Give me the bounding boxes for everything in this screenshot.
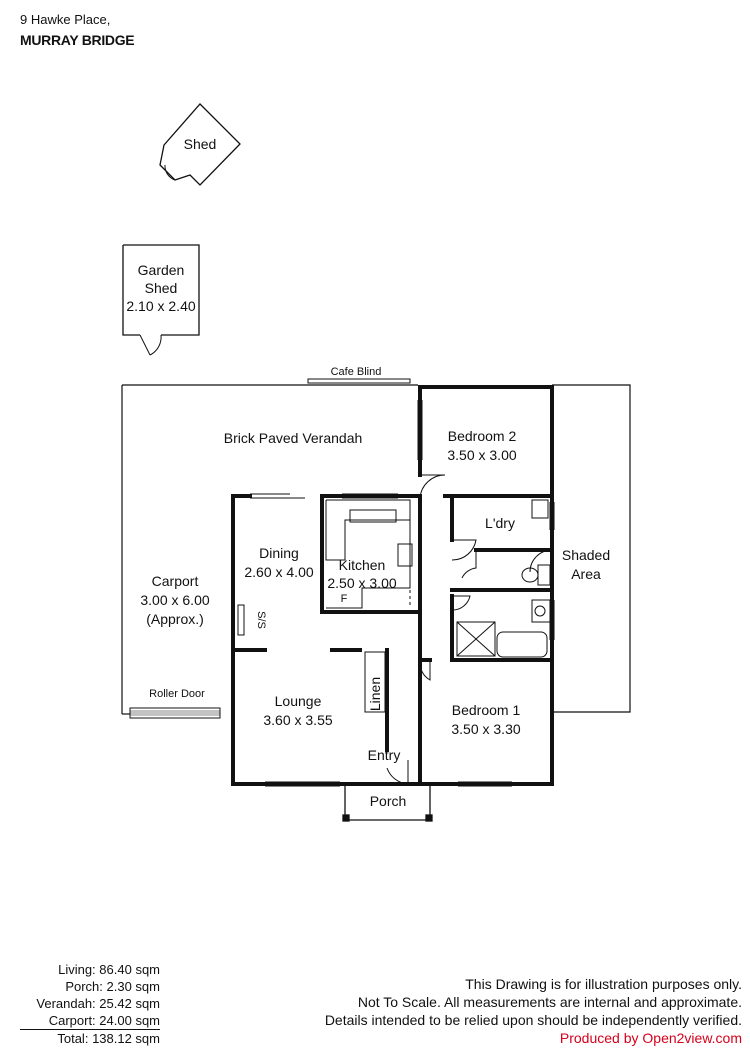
area-row-carport: Carport: 24.00 sqm [20, 1012, 160, 1030]
entry-label: Entry [368, 747, 401, 763]
bedroom1-label: Bedroom 1 [452, 702, 521, 718]
area-row-porch: Porch: 2.30 sqm [65, 979, 160, 994]
address-line-2: MURRAY BRIDGE [20, 32, 135, 48]
laundry-label: L'dry [485, 515, 515, 531]
kitchen-fixtures [325, 499, 413, 609]
carport-note: (Approx.) [146, 611, 204, 627]
porch [342, 786, 433, 822]
garden-shed-label-1: Garden [138, 262, 185, 278]
kitchen-label: Kitchen [339, 557, 386, 573]
porch-label: Porch [370, 793, 407, 809]
cafe-blind-label: Cafe Blind [331, 366, 382, 378]
roller-door [129, 707, 221, 719]
kitchen-dims: 2.50 x 3.00 [327, 575, 396, 591]
carport-dims: 3.00 x 6.00 [140, 592, 209, 608]
lounge-dims: 3.60 x 3.55 [263, 712, 332, 728]
dining-label: Dining [259, 545, 299, 561]
garden-shed-dims: 2.10 x 2.40 [126, 298, 195, 314]
disclaimer-line-2: Not To Scale. All measurements are inter… [357, 994, 742, 1010]
shed [159, 103, 241, 186]
disclaimer: This Drawing is for illustration purpose… [325, 975, 742, 1047]
wet-fixtures [456, 499, 551, 658]
door-swings [386, 474, 553, 785]
bedroom1-dims: 3.50 x 3.30 [451, 721, 520, 737]
windows [250, 400, 555, 787]
credit-link[interactable]: Produced by Open2view.com [559, 1030, 742, 1046]
shaded-label-1: Shaded [562, 547, 610, 563]
shed-label: Shed [184, 136, 217, 152]
disclaimer-line-1: This Drawing is for illustration purpose… [465, 976, 742, 992]
garden-shed-label-2: Shed [145, 280, 178, 296]
house-walls [231, 385, 554, 786]
area-row-total: Total: 138.12 sqm [57, 1031, 160, 1046]
area-summary: Living: 86.40 sqm Porch: 2.30 sqm Verand… [20, 961, 160, 1047]
verandah-outline [121, 384, 631, 715]
carport-label: Carport [152, 573, 199, 589]
linen-cupboard [364, 651, 386, 713]
shaded-label-2: Area [571, 566, 601, 582]
fridge-label: F [341, 593, 348, 605]
disclaimer-line-3: Details intended to be relied upon shoul… [324, 1012, 742, 1028]
address-line-1: 9 Hawke Place, [20, 12, 111, 27]
roller-door-label: Roller Door [149, 688, 205, 700]
garden-shed [122, 244, 200, 356]
bedroom2-dims: 3.50 x 3.00 [447, 447, 516, 463]
linen-label: Linen [367, 677, 383, 711]
verandah-label: Brick Paved Verandah [224, 430, 363, 446]
ss-box [237, 604, 245, 636]
area-row-verandah: Verandah: 25.42 sqm [36, 996, 160, 1011]
floor-plan: Shed Garden Shed 2.10 x 2.40 Cafe Blind … [121, 103, 631, 822]
cafe-blind [307, 378, 411, 384]
bedroom2-label: Bedroom 2 [448, 428, 517, 444]
lounge-label: Lounge [275, 693, 322, 709]
area-row-living: Living: 86.40 sqm [58, 962, 160, 977]
ss-label: S/S [255, 611, 267, 629]
dining-dims: 2.60 x 4.00 [244, 564, 313, 580]
